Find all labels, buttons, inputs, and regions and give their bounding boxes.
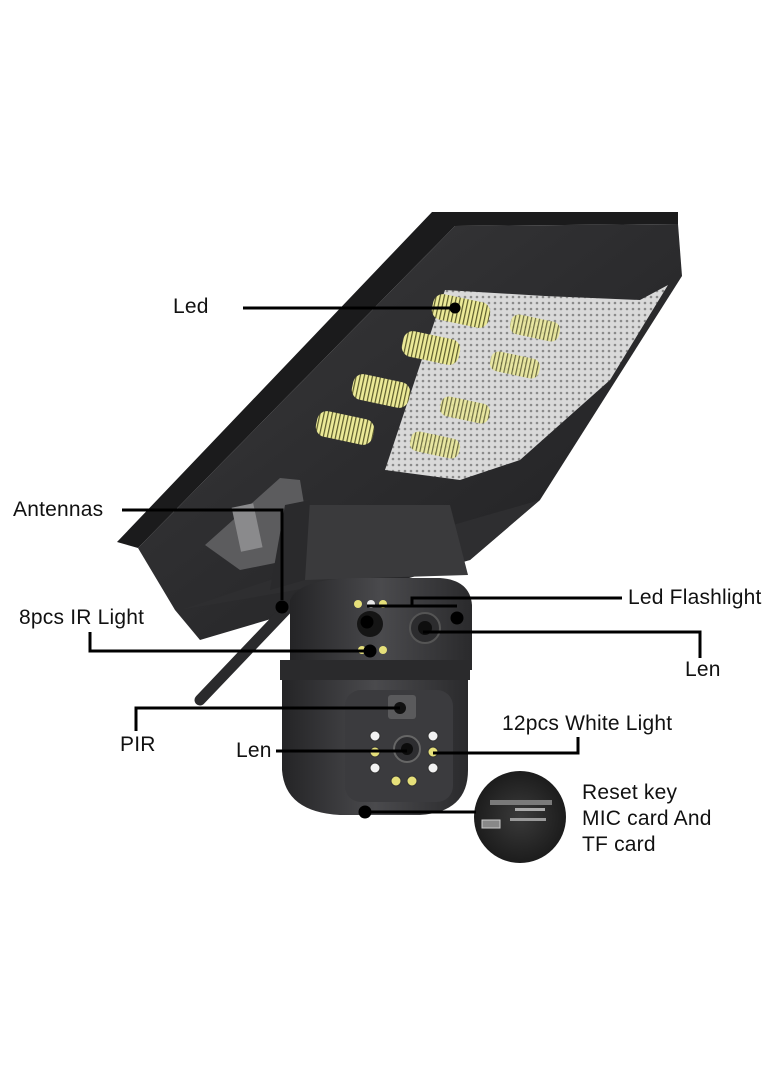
led-modules — [315, 294, 561, 459]
lamp-head — [117, 212, 682, 640]
label-antennas: Antennas — [13, 498, 104, 521]
label-tf-card: TF card — [582, 833, 656, 856]
label-len-top: Len — [685, 658, 721, 681]
callout-lines — [88, 302, 702, 819]
led-reflector — [385, 285, 668, 480]
label-ir-light: 8pcs IR Light — [19, 606, 145, 629]
camera-body — [280, 578, 472, 815]
label-led: Led — [173, 295, 209, 318]
label-reset-key: Reset key — [582, 781, 678, 804]
ports-inset — [474, 771, 566, 863]
label-ports: Reset key MIC card And TF card — [582, 780, 772, 858]
label-len-bottom: Len — [236, 739, 272, 762]
label-led-flashlight: Led Flashlight — [628, 586, 762, 609]
label-white-light: 12pcs White Light — [502, 712, 673, 735]
label-pir: PIR — [120, 733, 156, 756]
label-mic-card: MIC card And — [582, 807, 712, 830]
